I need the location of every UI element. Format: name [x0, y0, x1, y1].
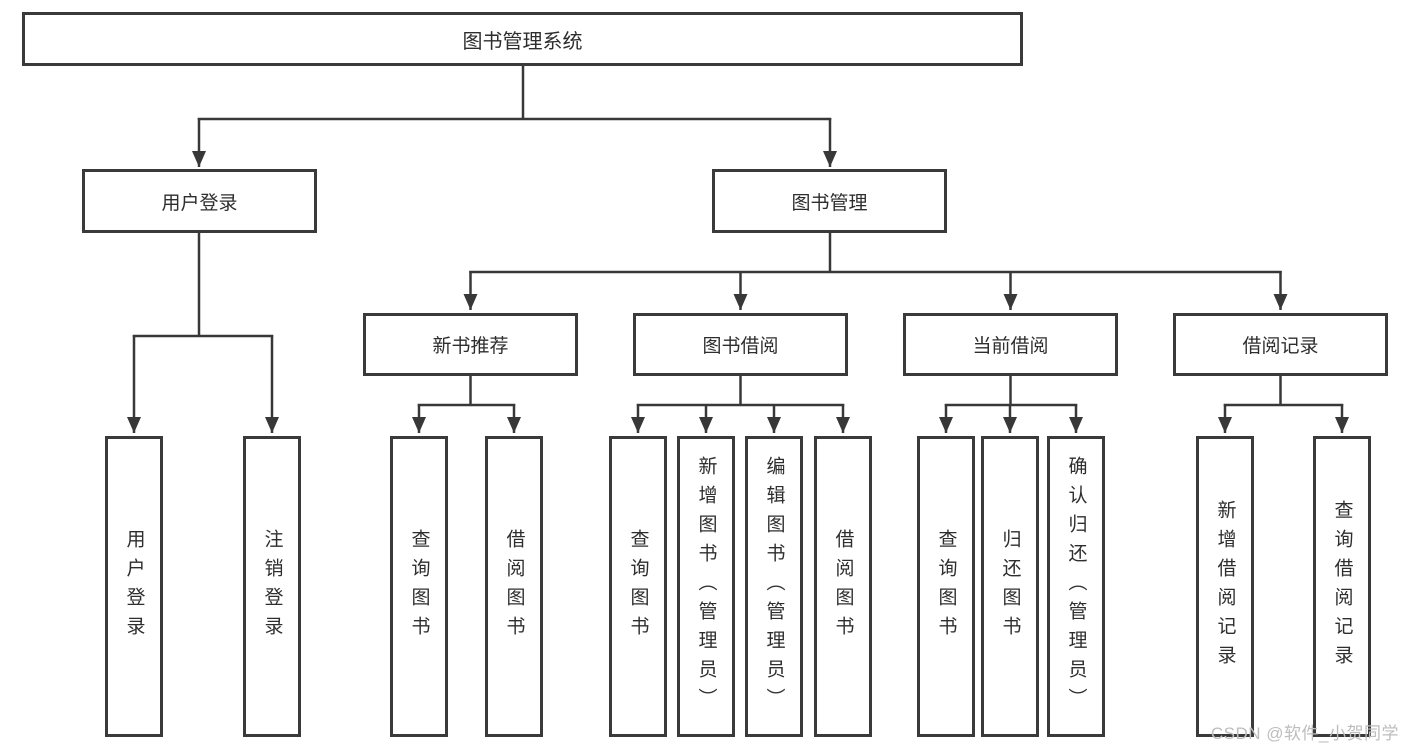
edge-user-login-children [127, 233, 279, 433]
edge-borrow-record-children [1218, 376, 1349, 433]
leaf-borrow-query-book: 查询图书 [609, 436, 667, 737]
edge-new-book-recommend-children [412, 376, 521, 433]
node-current-borrow: 当前借阅 [903, 313, 1118, 376]
node-book-borrow: 图书借阅 [633, 313, 848, 376]
leaf-recommend-borrow-book: 借阅图书 [485, 436, 543, 737]
node-current-borrow-label: 当前借阅 [972, 336, 1049, 357]
leaf-add-book-admin-label: 新增图书（管理员） [695, 456, 717, 717]
node-new-book-recommend: 新书推荐 [363, 313, 578, 376]
node-book-management: 图书管理 [712, 169, 947, 233]
leaf-confirm-return-admin: 确认归还（管理员） [1047, 436, 1105, 737]
leaf-query-borrow-record-label: 查询借阅记录 [1331, 499, 1353, 674]
leaf-current-query-book: 查询图书 [917, 436, 975, 737]
node-user-login: 用户登录 [82, 169, 317, 233]
leaf-return-book-label: 归还图书 [999, 528, 1021, 645]
leaf-add-borrow-record: 新增借阅记录 [1196, 436, 1254, 737]
leaf-borrow-book: 借阅图书 [814, 436, 872, 737]
leaf-user-login: 用户登录 [105, 436, 163, 737]
node-root-label: 图书管理系统 [462, 30, 583, 53]
node-new-book-recommend-label: 新书推荐 [432, 336, 509, 357]
watermark: CSDN @软件_小贺同学 [1210, 724, 1399, 743]
leaf-recommend-query-book-label: 查询图书 [408, 528, 430, 645]
node-book-management-label: 图书管理 [791, 192, 868, 214]
leaf-logout: 注销登录 [243, 436, 301, 737]
leaf-borrow-query-book-label: 查询图书 [627, 528, 649, 645]
leaf-recommend-query-book: 查询图书 [390, 436, 448, 737]
edge-book-borrow-children [631, 376, 850, 433]
edge-book-management-children [463, 233, 1288, 310]
leaf-confirm-return-admin-label: 确认归还（管理员） [1065, 456, 1087, 717]
leaf-add-book-admin: 新增图书（管理员） [677, 436, 735, 737]
leaf-logout-label: 注销登录 [261, 528, 283, 645]
leaf-recommend-borrow-book-label: 借阅图书 [503, 528, 525, 645]
node-borrow-record: 借阅记录 [1173, 313, 1388, 376]
leaf-edit-book-admin: 编辑图书（管理员） [745, 436, 803, 737]
leaf-return-book: 归还图书 [981, 436, 1039, 737]
edge-root-children [192, 66, 837, 167]
edge-current-borrow-children [939, 376, 1083, 433]
leaf-user-login-label: 用户登录 [123, 528, 145, 645]
node-borrow-record-label: 借阅记录 [1242, 336, 1319, 357]
node-user-login-label: 用户登录 [161, 192, 238, 214]
leaf-edit-book-admin-label: 编辑图书（管理员） [763, 456, 785, 717]
leaf-borrow-book-label: 借阅图书 [832, 528, 854, 645]
node-book-borrow-label: 图书借阅 [702, 336, 779, 357]
node-root: 图书管理系统 [22, 12, 1023, 66]
leaf-current-query-book-label: 查询图书 [935, 528, 957, 645]
leaf-query-borrow-record: 查询借阅记录 [1313, 436, 1371, 737]
leaf-add-borrow-record-label: 新增借阅记录 [1214, 499, 1236, 674]
